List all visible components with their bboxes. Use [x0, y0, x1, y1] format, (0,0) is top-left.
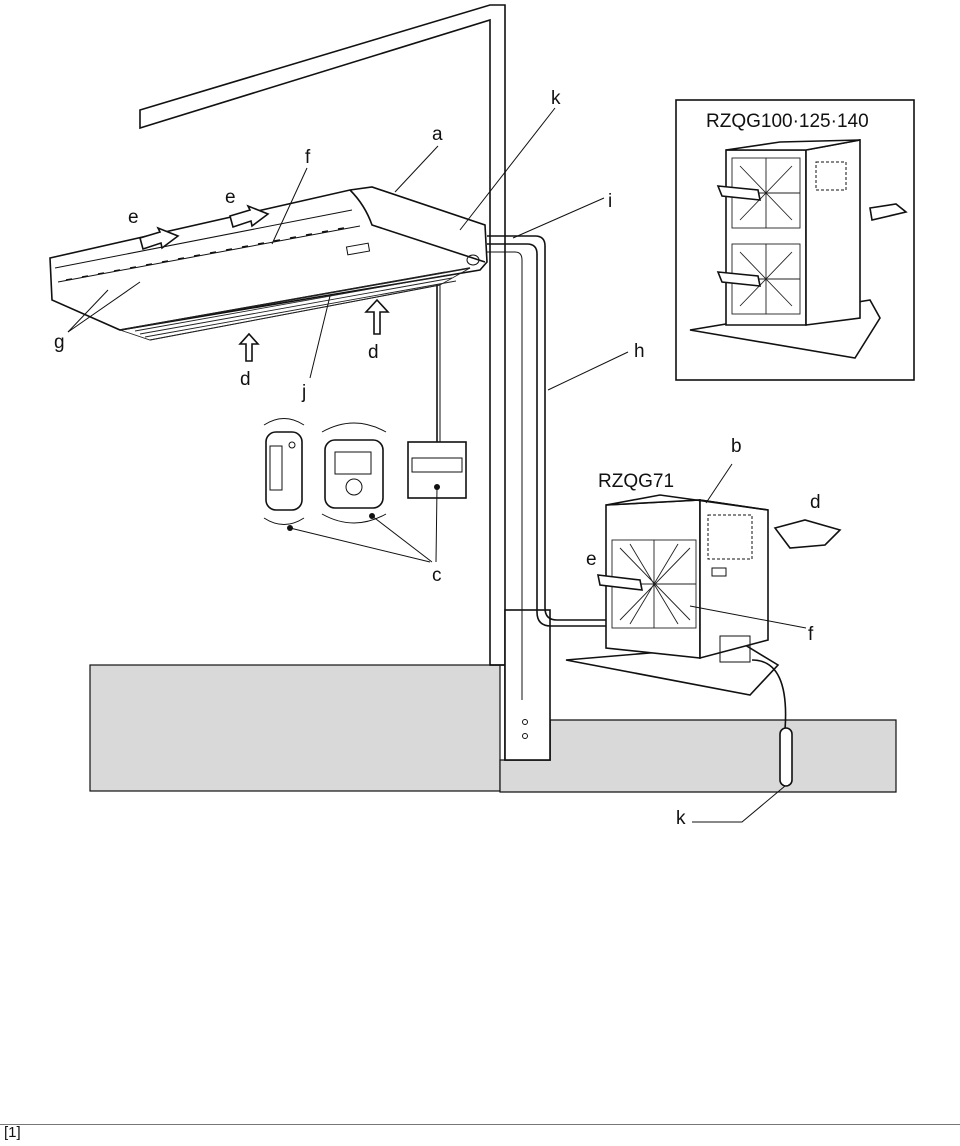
front-grille-top: [54, 209, 353, 269]
label-f1: f: [305, 147, 311, 168]
model-label-large: RZQG100·125·140: [706, 111, 869, 132]
inset-label-panel: [815, 161, 847, 191]
label-g: g: [54, 332, 65, 353]
label-c: c: [432, 565, 442, 586]
indoor-unit-top-edge: [371, 186, 486, 226]
leader-k2: [692, 785, 786, 823]
label-a: a: [432, 124, 443, 145]
leader-b: [705, 463, 733, 504]
leader-c-1: [289, 527, 431, 563]
intake-arrow-2: [364, 298, 390, 335]
inset-unit-top: [725, 139, 861, 151]
connection-panel: [719, 635, 751, 663]
label-b: b: [731, 436, 742, 457]
label-k2: k: [676, 808, 686, 829]
airflow-out-arrow-1: [139, 226, 180, 251]
fan-blades: [612, 540, 696, 628]
label-e1: e: [128, 207, 139, 228]
leader-k1: [459, 107, 556, 231]
footer-rule: [0, 1124, 960, 1125]
outdoor-unit-small: [565, 494, 842, 787]
air-in-arrow: [773, 519, 842, 549]
ground-rod: [779, 727, 793, 787]
front-grille-bottom: [57, 225, 361, 283]
label-e3: e: [586, 549, 597, 570]
name-plate: [711, 567, 727, 577]
leader-f2: [689, 605, 807, 629]
wired-remote-arcs: [321, 422, 387, 524]
inset-air-arrow-1: [716, 185, 761, 201]
leader-f1: [271, 167, 308, 245]
intake-grille-lines: [129, 271, 457, 338]
wall-hole-1: [522, 719, 528, 725]
unit-top: [605, 494, 769, 511]
leader-g-1: [67, 289, 109, 333]
inset-unit-side: [805, 139, 861, 326]
air-out-arrow: [596, 574, 644, 591]
indoor-unit-cap: [466, 254, 480, 266]
wireless-remote[interactable]: [265, 431, 303, 511]
building-wall: [139, 4, 551, 761]
indoor-unit: [49, 186, 488, 362]
central-controller-panel: [411, 457, 463, 473]
inset-air-in-arrow: [869, 203, 908, 221]
remote-controllers: [263, 418, 467, 531]
drain-pipe: [487, 251, 523, 700]
label-d1: d: [240, 369, 251, 390]
wireless-remote-arcs: [263, 418, 305, 525]
wireless-remote-button[interactable]: [288, 441, 296, 449]
leader-g-2: [67, 281, 141, 333]
leader-a: [394, 145, 439, 193]
model-label-small: RZQG71: [598, 471, 674, 492]
labels: a b c d d d e e e f f g h i j k k RZQG10…: [54, 88, 869, 829]
leader-h: [547, 351, 629, 391]
label-i: i: [608, 191, 612, 212]
leader-c-3: [435, 486, 438, 563]
leader-lines: [67, 107, 807, 823]
ground-slab-right: [499, 719, 897, 793]
wireless-remote-display: [269, 445, 283, 491]
wired-remote-display: [334, 451, 372, 475]
louver-blades: [65, 227, 345, 281]
label-e2: e: [225, 187, 236, 208]
label-f2: f: [808, 624, 814, 645]
figure-reference: [1]: [4, 1124, 21, 1141]
indoor-unit-edge: [349, 189, 486, 263]
wall-hole-2: [522, 733, 528, 739]
refrigerant-pipe-outer: [487, 235, 610, 621]
louvers: [65, 227, 345, 281]
indoor-unit-badge: [345, 242, 371, 256]
leader-j: [309, 295, 331, 379]
indoor-unit-body: [49, 186, 488, 331]
inset-air-arrow-2: [716, 271, 761, 287]
airflow-out-arrow-2: [229, 204, 270, 229]
inset-large-outdoor: [675, 99, 915, 381]
unit-side: [699, 499, 769, 660]
intake-arrow-1: [238, 332, 260, 362]
label-j: j: [301, 382, 306, 403]
refrigerant-pipe-inner: [487, 243, 610, 627]
leader-i: [512, 197, 605, 239]
wired-remote-dial[interactable]: [345, 478, 363, 496]
piping: [436, 235, 610, 700]
label-h: h: [634, 341, 645, 362]
leader-c-2: [371, 515, 433, 563]
label-panel: [707, 514, 753, 560]
ground-cable: [751, 659, 787, 731]
ground-slab-left: [89, 664, 501, 792]
ground: [89, 664, 897, 793]
label-k1: k: [551, 88, 561, 109]
label-d2: d: [368, 342, 379, 363]
inset-fan-blades: [732, 158, 800, 314]
ceiling-wall-outline: [139, 4, 506, 666]
label-d3: d: [810, 492, 821, 513]
